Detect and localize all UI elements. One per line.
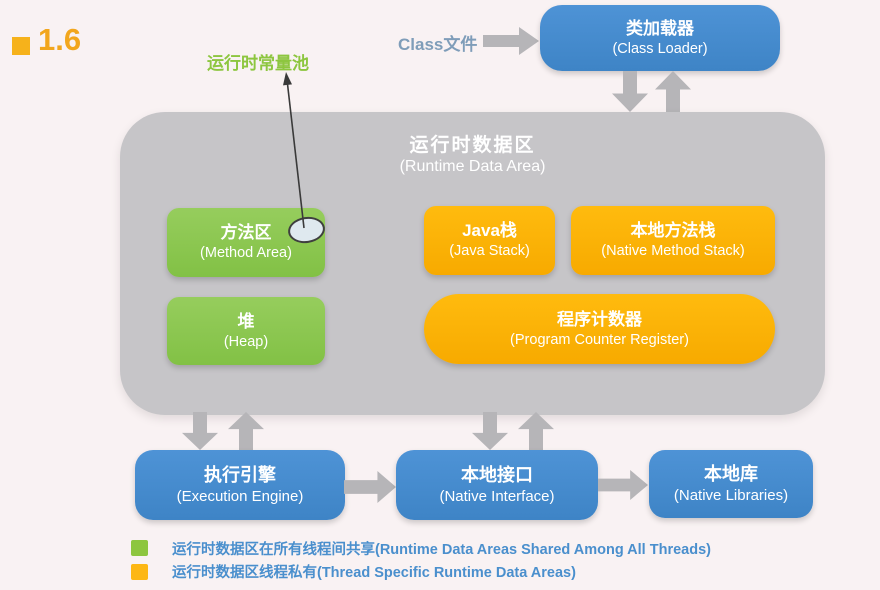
native-libraries-title-zh: 本地库	[704, 463, 758, 484]
heap-title-zh: 堆	[237, 311, 255, 331]
arrow-up-icon	[655, 71, 691, 112]
method-area-title-en: (Method Area)	[200, 245, 292, 262]
native-interface-title-en: (Native Interface)	[439, 487, 555, 505]
runtime-data-area-container: 运行时数据区 (Runtime Data Area) 方法区 (Method A…	[120, 112, 825, 415]
arrow-down-icon	[182, 412, 218, 450]
native-libraries-title-en: (Native Libraries)	[673, 486, 789, 504]
arrow-right-icon	[483, 27, 539, 55]
java-stack-box: Java栈 (Java Stack)	[424, 206, 555, 275]
native-interface-title-zh: 本地接口	[461, 464, 533, 485]
arrow-up-icon	[228, 412, 264, 450]
native-method-stack-title-zh: 本地方法栈	[630, 221, 716, 241]
legend-shared-swatch	[131, 540, 148, 556]
program-counter-title-en: (Program Counter Register)	[510, 331, 689, 348]
native-interface-box: 本地接口 (Native Interface)	[396, 450, 598, 520]
arrow-down-icon	[612, 71, 648, 112]
legend-shared-label: 运行时数据区在所有线程间共享(Runtime Data Areas Shared…	[172, 542, 711, 558]
arrow-down-icon	[472, 412, 508, 450]
native-libraries-box: 本地库 (Native Libraries)	[649, 450, 813, 518]
program-counter-title-zh: 程序计数器	[557, 309, 642, 329]
legend-thread-private-swatch	[131, 564, 148, 580]
program-counter-register-box: 程序计数器 (Program Counter Register)	[424, 294, 775, 364]
execution-engine-title-en: (Execution Engine)	[176, 487, 304, 505]
class-file-label: Class文件	[398, 35, 478, 54]
heap-box: 堆 (Heap)	[167, 297, 325, 365]
native-method-stack-box: 本地方法栈 (Native Method Stack)	[571, 206, 775, 275]
section-number: 1.6	[38, 22, 82, 57]
method-area-title-zh: 方法区	[220, 223, 272, 243]
section-bullet-icon	[12, 37, 30, 55]
runtime-constant-pool-label: 运行时常量池	[207, 54, 309, 73]
java-stack-title-en: (Java Stack)	[449, 243, 530, 260]
legend-thread-private-label: 运行时数据区线程私有(Thread Specific Runtime Data …	[172, 565, 576, 581]
class-loader-box: 类加载器 (Class Loader)	[540, 5, 780, 71]
class-loader-title-en: (Class Loader)	[612, 40, 708, 57]
execution-engine-box: 执行引擎 (Execution Engine)	[135, 450, 345, 520]
runtime-data-area-title-zh: 运行时数据区	[409, 135, 536, 156]
heap-title-en: (Heap)	[223, 333, 269, 350]
runtime-data-area-title-en: (Runtime Data Area)	[399, 158, 546, 175]
arrow-right-icon	[344, 471, 396, 503]
arrow-up-icon	[518, 412, 554, 450]
native-method-stack-title-en: (Native Method Stack)	[601, 243, 745, 260]
class-loader-title-zh: 类加载器	[626, 18, 694, 38]
constant-pool-pointer-arrow-icon	[283, 72, 305, 229]
execution-engine-title-zh: 执行引擎	[204, 464, 276, 485]
arrow-right-icon	[598, 470, 648, 500]
java-stack-title-zh: Java栈	[462, 221, 517, 241]
